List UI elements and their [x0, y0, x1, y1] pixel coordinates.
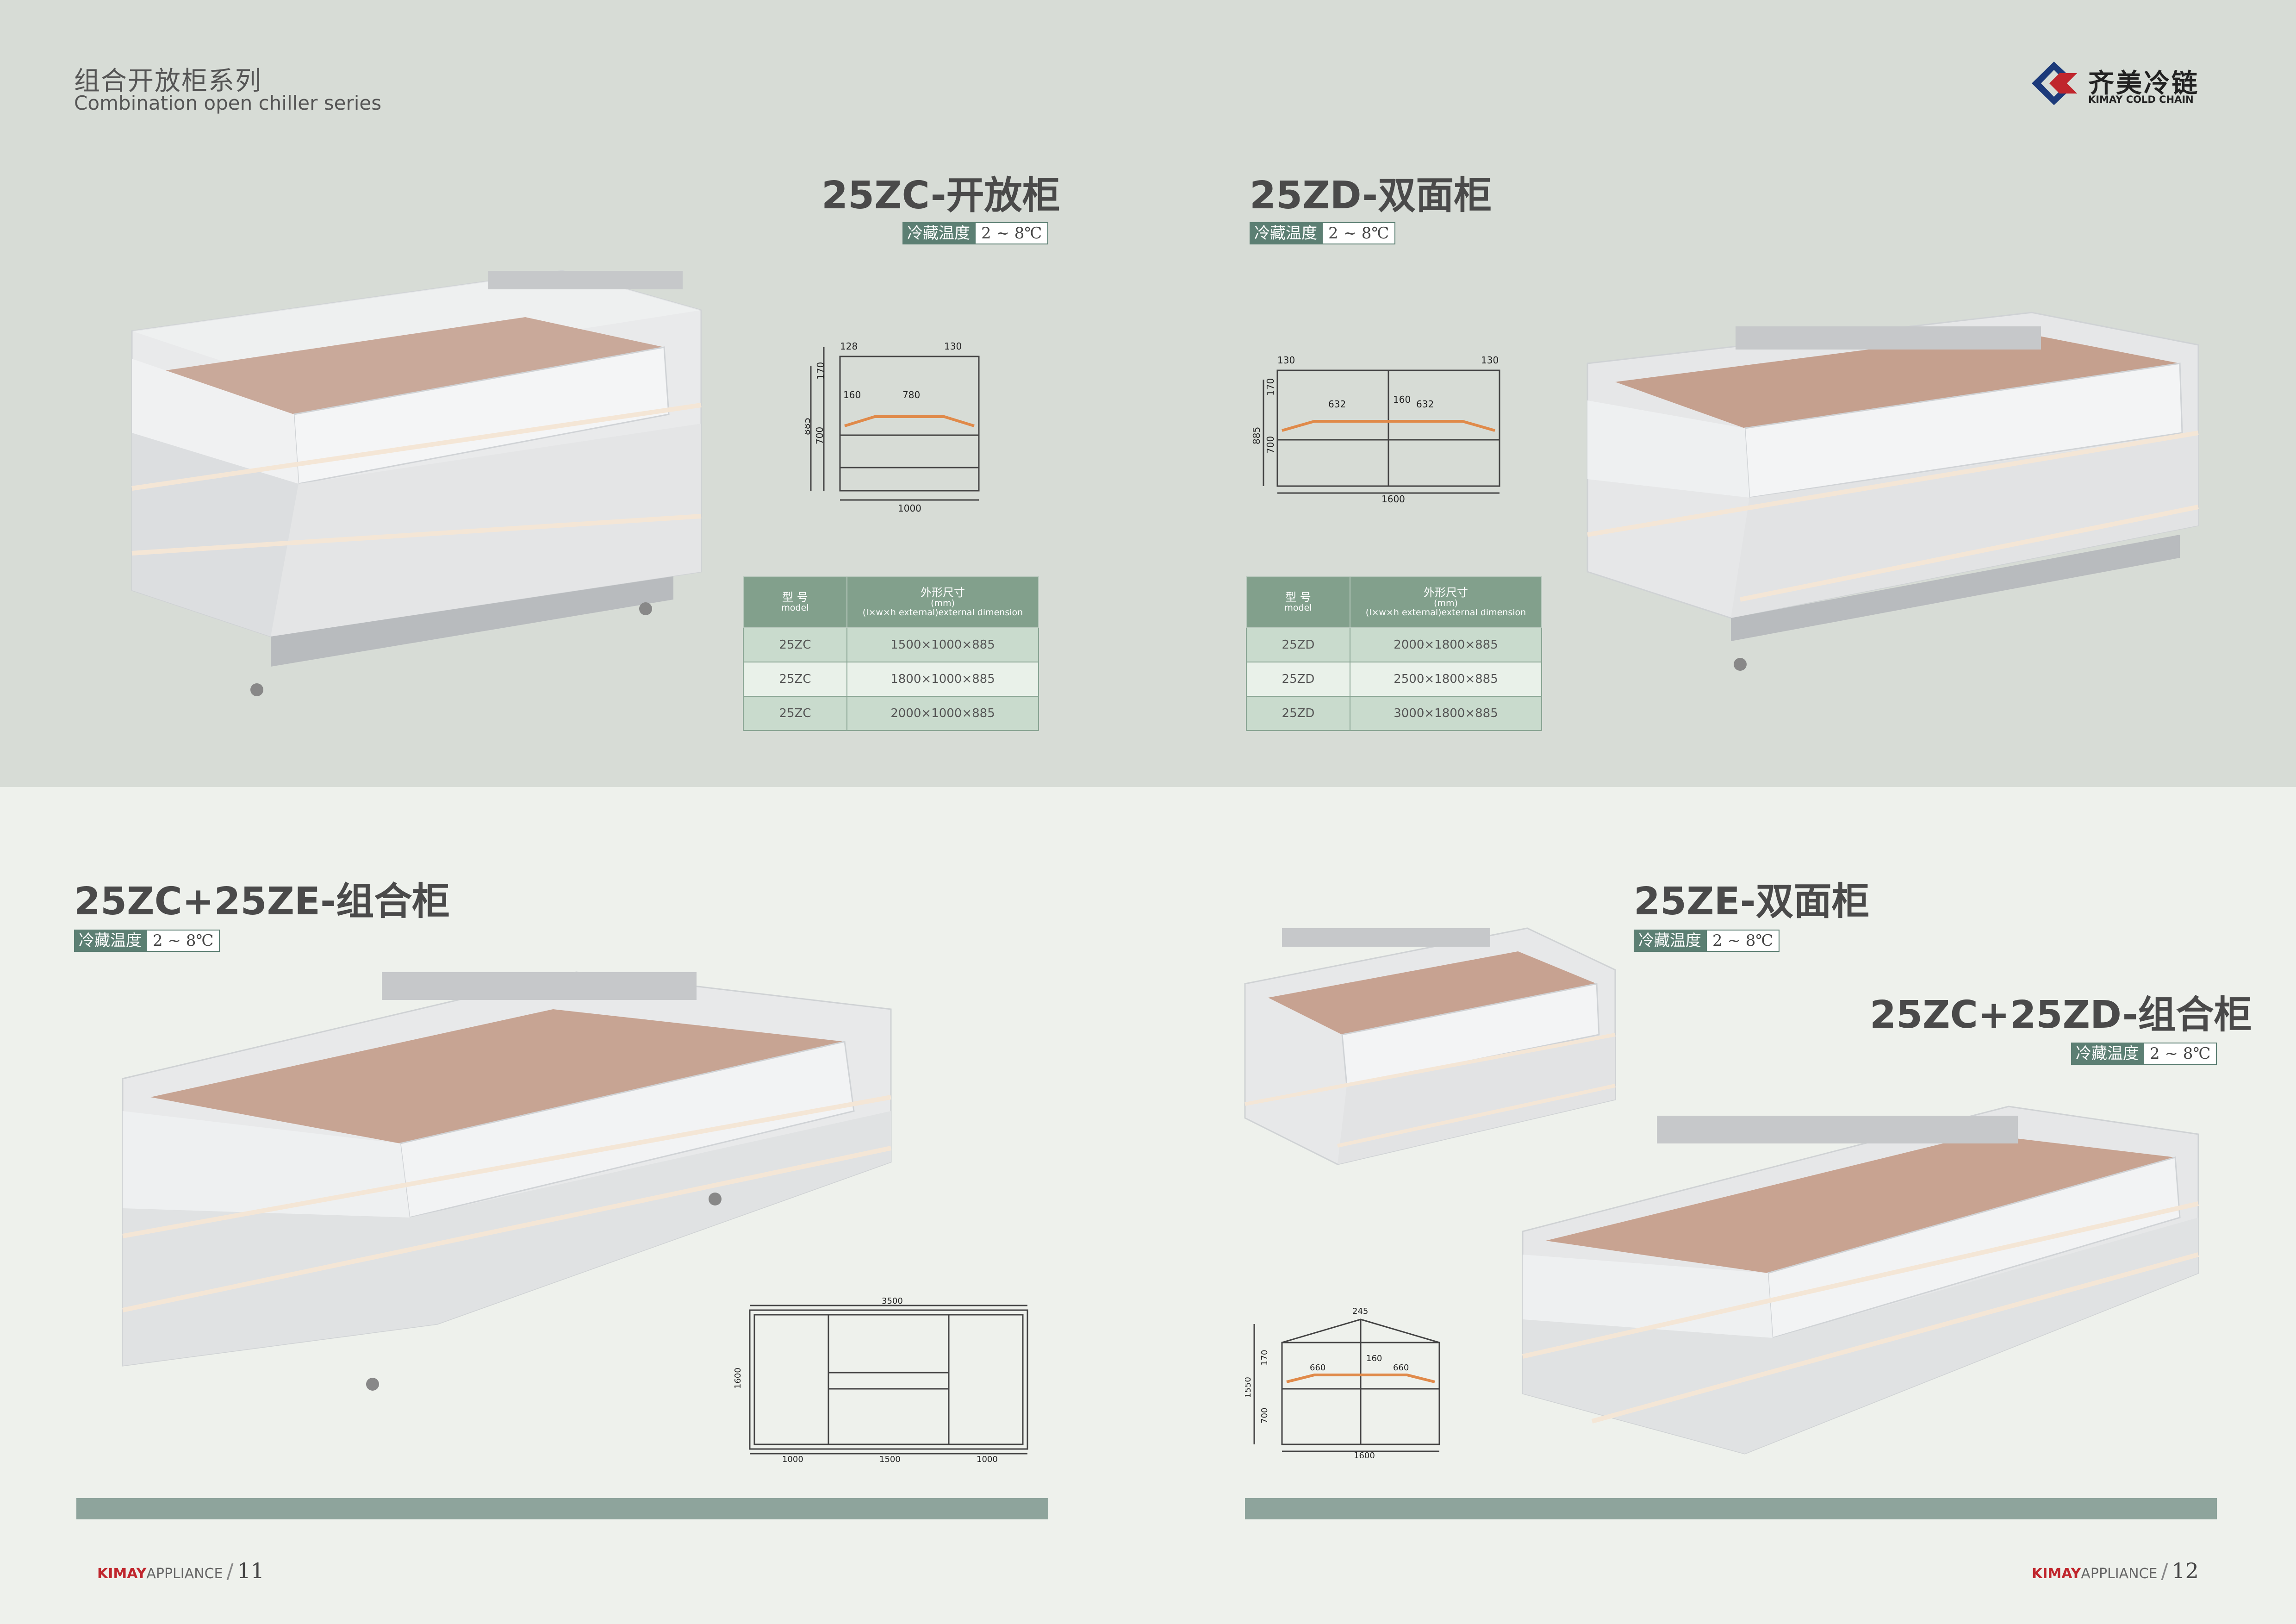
dim-label: 170: [1260, 1350, 1269, 1366]
footer-brand-left: KIMAYAPPLIANCE/11: [97, 1558, 264, 1583]
temp-label: 冷藏温度: [74, 930, 146, 952]
dim-label: 1500: [879, 1455, 901, 1463]
temp-label: 冷藏温度: [1634, 930, 1706, 952]
illustration-25zc-25zd-cabinet: [1522, 1106, 2199, 1455]
dim-label: 700: [1260, 1408, 1269, 1424]
logo-name-zh: 齐美冷链: [2088, 69, 2199, 99]
dim-label: 130: [1481, 355, 1499, 366]
dim-label: 700: [1265, 436, 1276, 454]
series-title-zh: 组合开放柜系列: [74, 66, 262, 96]
kimay-logo-icon: [2032, 62, 2077, 105]
temp-value: 2 ~ 8℃: [1706, 930, 1780, 952]
temp-badge-25zc-25ze: 冷藏温度 2 ~ 8℃: [74, 930, 220, 952]
dim-label: 1600: [733, 1368, 743, 1389]
company-logo: 齐美冷链 KIMAY COLD CHAIN: [2027, 58, 2203, 109]
dim-label: 130: [944, 341, 962, 352]
dim-label: 160: [1366, 1354, 1382, 1363]
spec-table-25zd: 型 号 model 外形尺寸 (mm) (l×w×h external)exte…: [1246, 576, 1542, 731]
dim-label: 160: [1393, 394, 1411, 405]
dim-label: 1000: [977, 1455, 998, 1463]
drawing-25zd-section: 130 130 170 632 632 160 885 700 1600: [1251, 355, 1500, 505]
illustration-25zc-25ze-cabinet: [122, 971, 892, 1391]
dim-label: 245: [1352, 1306, 1368, 1316]
logo-name-en: KIMAY COLD CHAIN: [2088, 94, 2194, 105]
footer-brand-right: KIMAYAPPLIANCE/12: [2032, 1558, 2199, 1583]
dim-label: 1000: [782, 1455, 803, 1463]
col-size: 外形尺寸 (mm) (l×w×h external)external dimen…: [1350, 576, 1542, 628]
temp-label: 冷藏温度: [902, 222, 975, 244]
col-model: 型 号 model: [743, 576, 847, 628]
illustration-25ze-cabinet: [1244, 927, 1616, 1165]
temp-value: 2 ~ 8℃: [2143, 1043, 2217, 1065]
page-number-left: 11: [237, 1558, 264, 1583]
dim-label: 885: [805, 418, 812, 435]
title-25ze: 25ZE-双面柜: [1634, 880, 1870, 924]
dim-label: 3500: [882, 1296, 903, 1306]
temp-label: 冷藏温度: [1250, 222, 1322, 244]
temp-badge-25zc: 冷藏温度 2 ~ 8℃: [902, 222, 1049, 244]
temp-badge-25ze: 冷藏温度 2 ~ 8℃: [1634, 930, 1780, 952]
drawing-25ze-section: 245 170 660 660 160 1550 700 1600: [1245, 1306, 1440, 1458]
dim-label: 700: [814, 427, 825, 444]
title-25zd: 25ZD-双面柜: [1250, 174, 1492, 218]
temp-value: 2 ~ 8℃: [1322, 222, 1396, 244]
temp-badge-25zc-25zd: 冷藏温度 2 ~ 8℃: [2071, 1043, 2217, 1065]
dim-label: 780: [902, 389, 920, 400]
title-25zc: 25ZC-开放柜: [821, 174, 1060, 218]
illustration-25zc-cabinet: [131, 270, 702, 696]
footer-bar-left: [76, 1498, 1048, 1519]
drawing-25zc-section: 128 130 170 160 780 885 700 1000: [805, 341, 980, 514]
col-size: 外形尺寸 (mm) (l×w×h external)external dimen…: [846, 576, 1039, 628]
dim-label: 128: [840, 341, 858, 352]
series-title-en: Combination open chiller series: [74, 92, 382, 114]
dim-label: 885: [1251, 427, 1262, 444]
dim-label: 170: [815, 362, 826, 380]
dim-label: 660: [1393, 1363, 1409, 1373]
dim-label: 1550: [1245, 1377, 1253, 1398]
dim-label: 1000: [898, 503, 921, 514]
dim-label: 632: [1416, 399, 1434, 410]
drawing-combo-plan: 3500 1600 1000 1500 1000: [733, 1296, 1028, 1463]
dim-label: 1600: [1354, 1451, 1375, 1458]
spec-table-25zc: 型 号 model 外形尺寸 (mm) (l×w×h external)exte…: [743, 576, 1039, 731]
illustration-25zd-cabinet: [1587, 312, 2199, 671]
temp-badge-25zd: 冷藏温度 2 ~ 8℃: [1250, 222, 1396, 244]
temp-value: 2 ~ 8℃: [975, 222, 1049, 244]
temp-value: 2 ~ 8℃: [146, 930, 220, 952]
title-25zc-25ze: 25ZC+25ZE-组合柜: [74, 880, 450, 924]
col-model: 型 号 model: [1246, 576, 1350, 628]
title-25zc-25zd: 25ZC+25ZD-组合柜: [1870, 993, 2252, 1037]
dim-label: 1600: [1381, 493, 1405, 505]
dim-label: 170: [1265, 378, 1276, 396]
dim-label: 160: [843, 389, 861, 400]
temp-label: 冷藏温度: [2071, 1043, 2143, 1065]
footer-bar-right: [1245, 1498, 2217, 1519]
dim-label: 130: [1277, 355, 1295, 366]
page-number-right: 12: [2172, 1558, 2199, 1583]
dim-label: 660: [1310, 1363, 1325, 1373]
dim-label: 632: [1328, 399, 1346, 410]
